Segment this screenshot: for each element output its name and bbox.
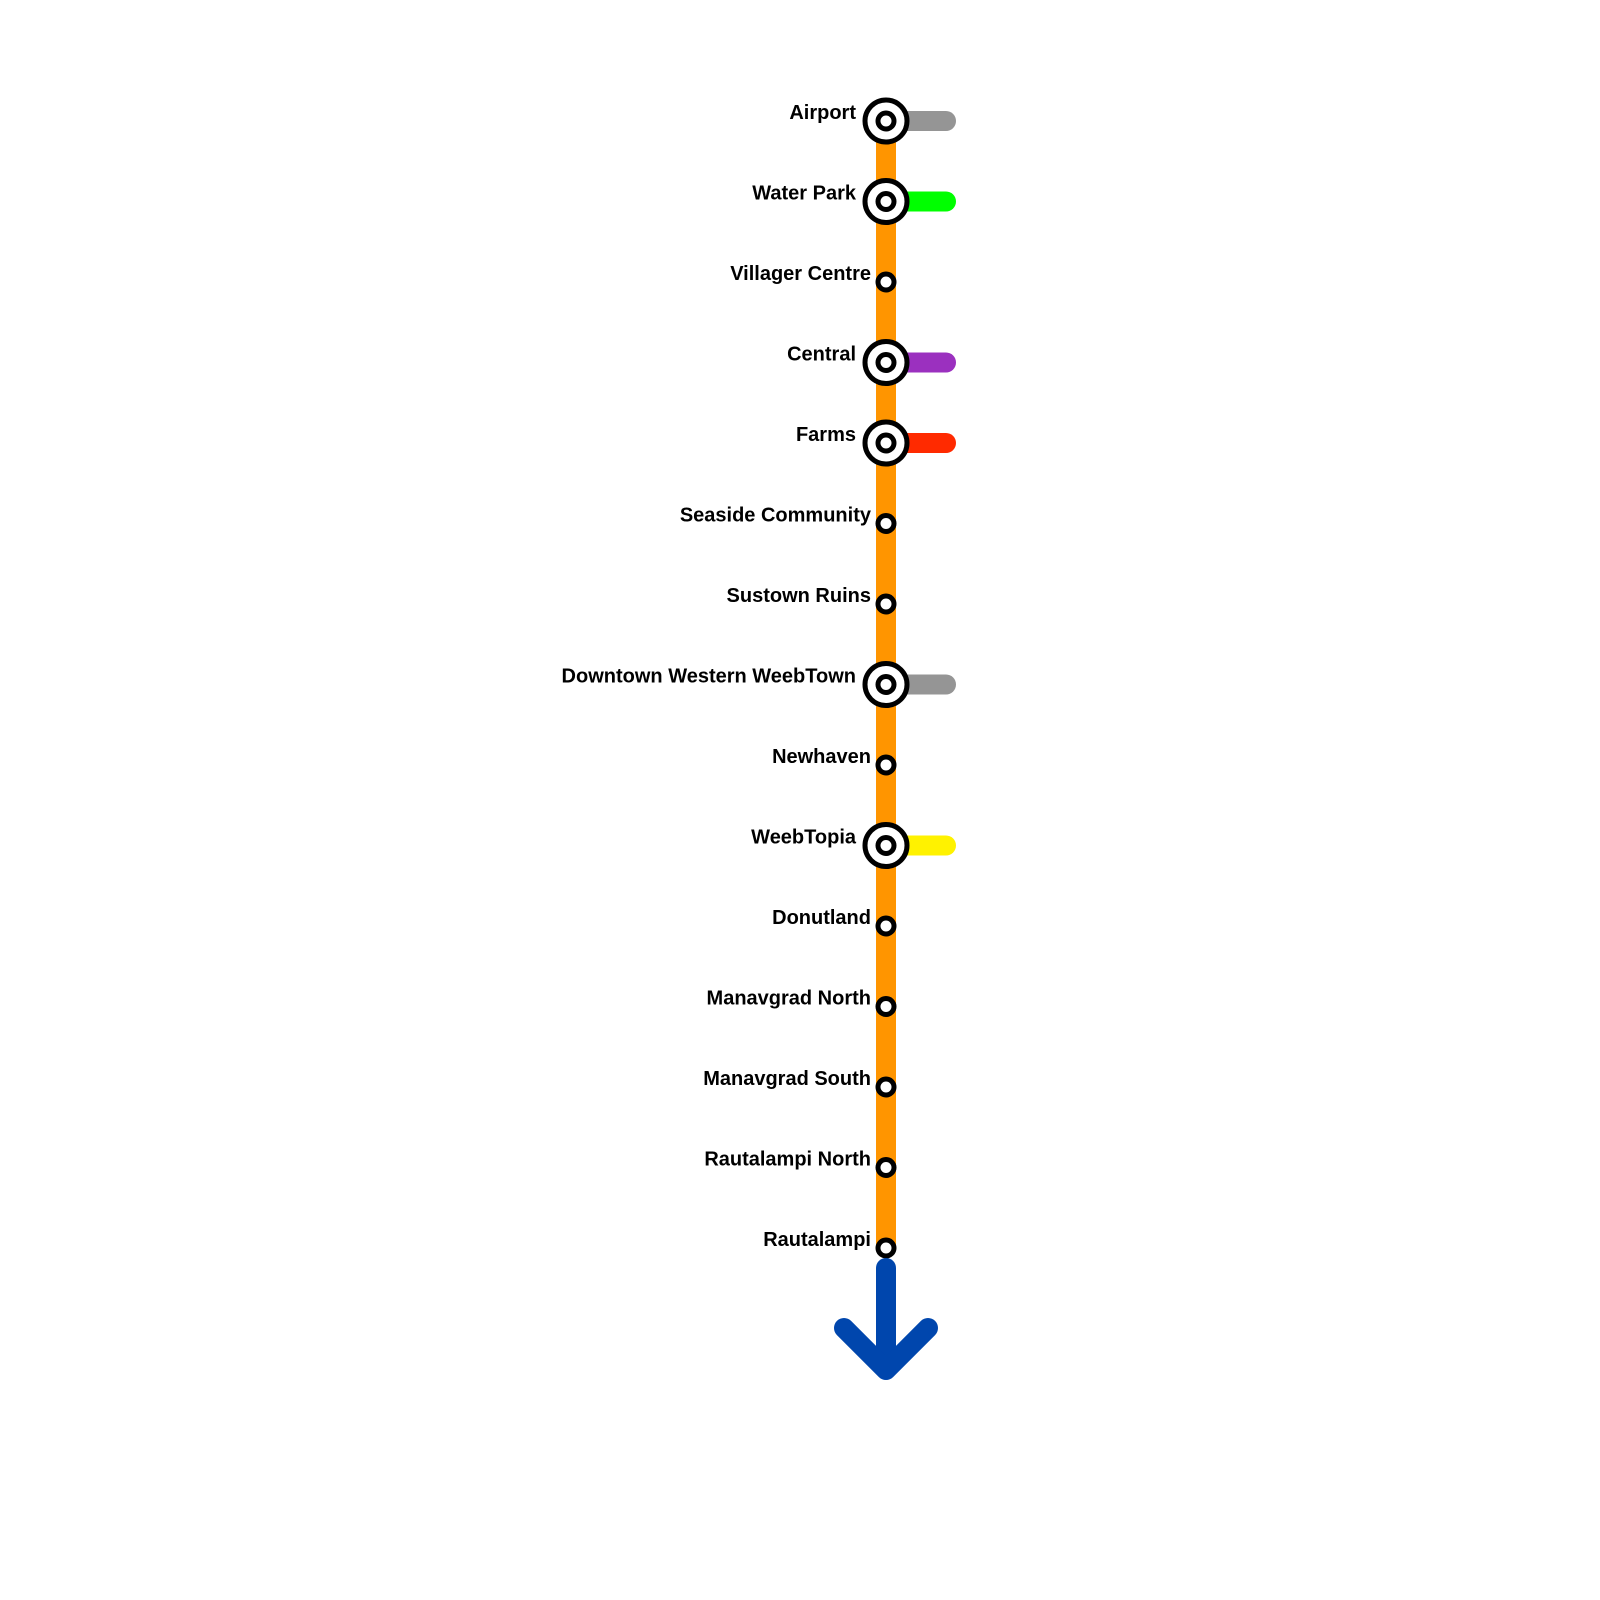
station-label: Airport <box>789 102 856 124</box>
station-label: Rautalampi <box>763 1229 871 1251</box>
station-airport: Airport <box>789 97 910 145</box>
station-marker <box>875 915 897 937</box>
station-label: WeebTopia <box>751 827 857 849</box>
station-label: Farms <box>796 424 856 446</box>
station-marker <box>875 996 897 1017</box>
station-label: Donutland <box>772 907 871 929</box>
interchange-inner-ring <box>875 432 897 454</box>
station-seaside-community: Seaside Community <box>680 505 897 534</box>
station-marker <box>875 1237 897 1259</box>
station-marker <box>875 513 897 534</box>
station-manavgrad-north: Manavgrad North <box>707 988 897 1017</box>
station-label: Water Park <box>752 183 857 205</box>
station-donutland: Donutland <box>772 907 897 937</box>
station-label: Seaside Community <box>680 505 872 527</box>
station-marker <box>875 754 897 776</box>
station-sustown-ruins: Sustown Ruins <box>727 585 897 615</box>
interchange-inner-ring <box>875 674 897 695</box>
station-label: Villager Centre <box>730 263 871 285</box>
station-label: Rautalampi North <box>704 1149 871 1171</box>
station-downtown-western-weebtown: Downtown Western WeebTown <box>562 661 910 708</box>
station-rautalampi-north: Rautalampi North <box>704 1149 897 1178</box>
station-water-park: Water Park <box>752 178 910 225</box>
station-marker <box>875 271 897 293</box>
down-arrow-icon <box>834 1258 938 1380</box>
station-farms: Farms <box>796 419 910 467</box>
station-marker <box>875 593 897 615</box>
interchange-inner-ring <box>875 352 897 373</box>
station-label: Downtown Western WeebTown <box>562 666 856 688</box>
station-central: Central <box>787 339 910 386</box>
station-label: Newhaven <box>772 746 871 768</box>
station-villager-centre: Villager Centre <box>730 263 897 293</box>
station-label: Manavgrad South <box>703 1068 871 1090</box>
station-rautalampi: Rautalampi <box>763 1229 897 1259</box>
station-label: Central <box>787 344 856 366</box>
interchange-inner-ring <box>875 110 897 132</box>
station-manavgrad-south: Manavgrad South <box>703 1068 897 1098</box>
interchange-inner-ring <box>875 835 897 856</box>
station-marker <box>875 1076 897 1098</box>
arrow-head <box>834 1318 938 1380</box>
station-label: Manavgrad North <box>707 988 871 1010</box>
station-label: Sustown Ruins <box>727 585 871 607</box>
station-marker <box>875 1157 897 1178</box>
station-weebtopia: WeebTopia <box>751 822 910 869</box>
station-newhaven: Newhaven <box>772 746 897 776</box>
interchange-inner-ring <box>875 191 897 212</box>
